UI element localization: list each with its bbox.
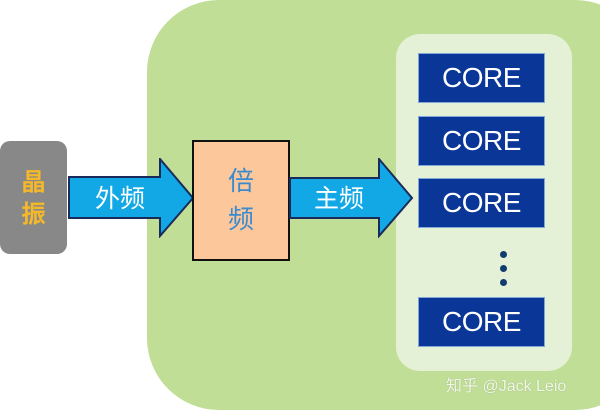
multiplier-label-2: 频 <box>227 204 254 235</box>
multiplier-label-1: 倍 <box>227 166 254 197</box>
core-block-1: CORE <box>418 53 545 103</box>
external-frequency-arrow-icon <box>68 158 195 238</box>
watermark: 知乎 @Jack Leio <box>446 378 567 395</box>
core-block-3: CORE <box>418 178 545 228</box>
ellipsis-dots-icon <box>497 251 509 295</box>
crystal-label-2: 振 <box>21 199 46 228</box>
frequency-multiplier-block: 倍 频 <box>192 140 290 261</box>
main-frequency-arrow-icon <box>289 158 414 238</box>
main-frequency-label: 主频 <box>313 184 364 213</box>
crystal-label-1: 晶 <box>21 167 46 196</box>
core-block-4: CORE <box>418 297 545 347</box>
crystal-oscillator-block: 晶 振 <box>0 141 67 254</box>
external-frequency-label: 外频 <box>94 184 145 213</box>
core-block-2: CORE <box>418 116 545 166</box>
